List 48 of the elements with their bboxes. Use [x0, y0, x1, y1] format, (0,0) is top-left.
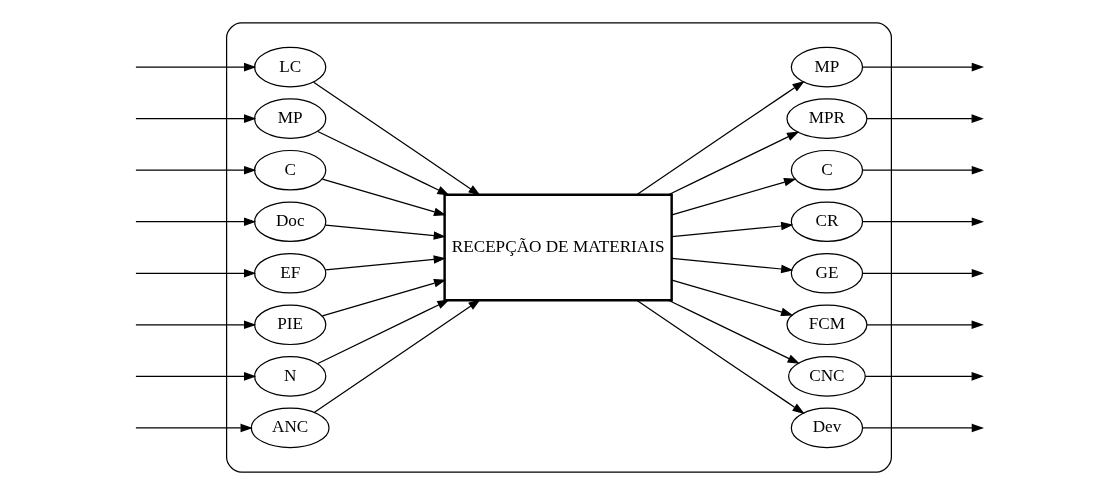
arrow [321, 178, 446, 216]
arrow [635, 299, 805, 414]
arrow [324, 224, 446, 240]
arrow [313, 299, 481, 413]
node-ellipse: EF [253, 253, 326, 294]
arrow [316, 299, 450, 365]
arrow [316, 130, 450, 196]
arrow [861, 165, 984, 175]
arrow [865, 114, 984, 123]
arrow [312, 81, 481, 196]
node-box: RECEPÇÃO DE MATERIAIS [442, 193, 673, 302]
node-ellipse: Dev [790, 407, 863, 449]
arrow [134, 372, 256, 381]
arrow [670, 257, 793, 274]
arrow [670, 221, 793, 238]
arrow [134, 165, 256, 175]
node-ellipse: Doc [253, 201, 326, 242]
arrow [865, 320, 984, 330]
arrow [667, 131, 799, 196]
arrow [635, 81, 805, 196]
arrow [861, 423, 984, 433]
arrow [670, 178, 796, 216]
cluster [225, 22, 892, 473]
node-ellipse: ANC [250, 407, 330, 449]
arrow [861, 268, 984, 278]
node-ellipse: GE [790, 253, 863, 294]
node-ellipse: C [253, 149, 326, 191]
arrow [134, 320, 256, 330]
arrow [667, 299, 800, 364]
arrow [134, 114, 256, 123]
arrow [134, 217, 256, 227]
node-ellipse: PIE [253, 304, 326, 346]
node-ellipse: C [790, 149, 863, 191]
arrow [321, 279, 446, 317]
arrow [324, 255, 446, 271]
arrow [864, 372, 984, 381]
node-ellipse: N [253, 356, 326, 397]
node-ellipse: MP [790, 46, 863, 88]
node-ellipse: MP [253, 98, 326, 139]
arrow [134, 423, 253, 433]
arrow [861, 217, 984, 227]
arrow [134, 268, 256, 278]
arrow [670, 279, 793, 317]
node-ellipse: FCM [785, 304, 867, 346]
node-ellipse: CR [790, 201, 863, 242]
arrow [134, 62, 256, 72]
arrow [861, 62, 984, 72]
node-ellipse: LC [253, 46, 326, 88]
